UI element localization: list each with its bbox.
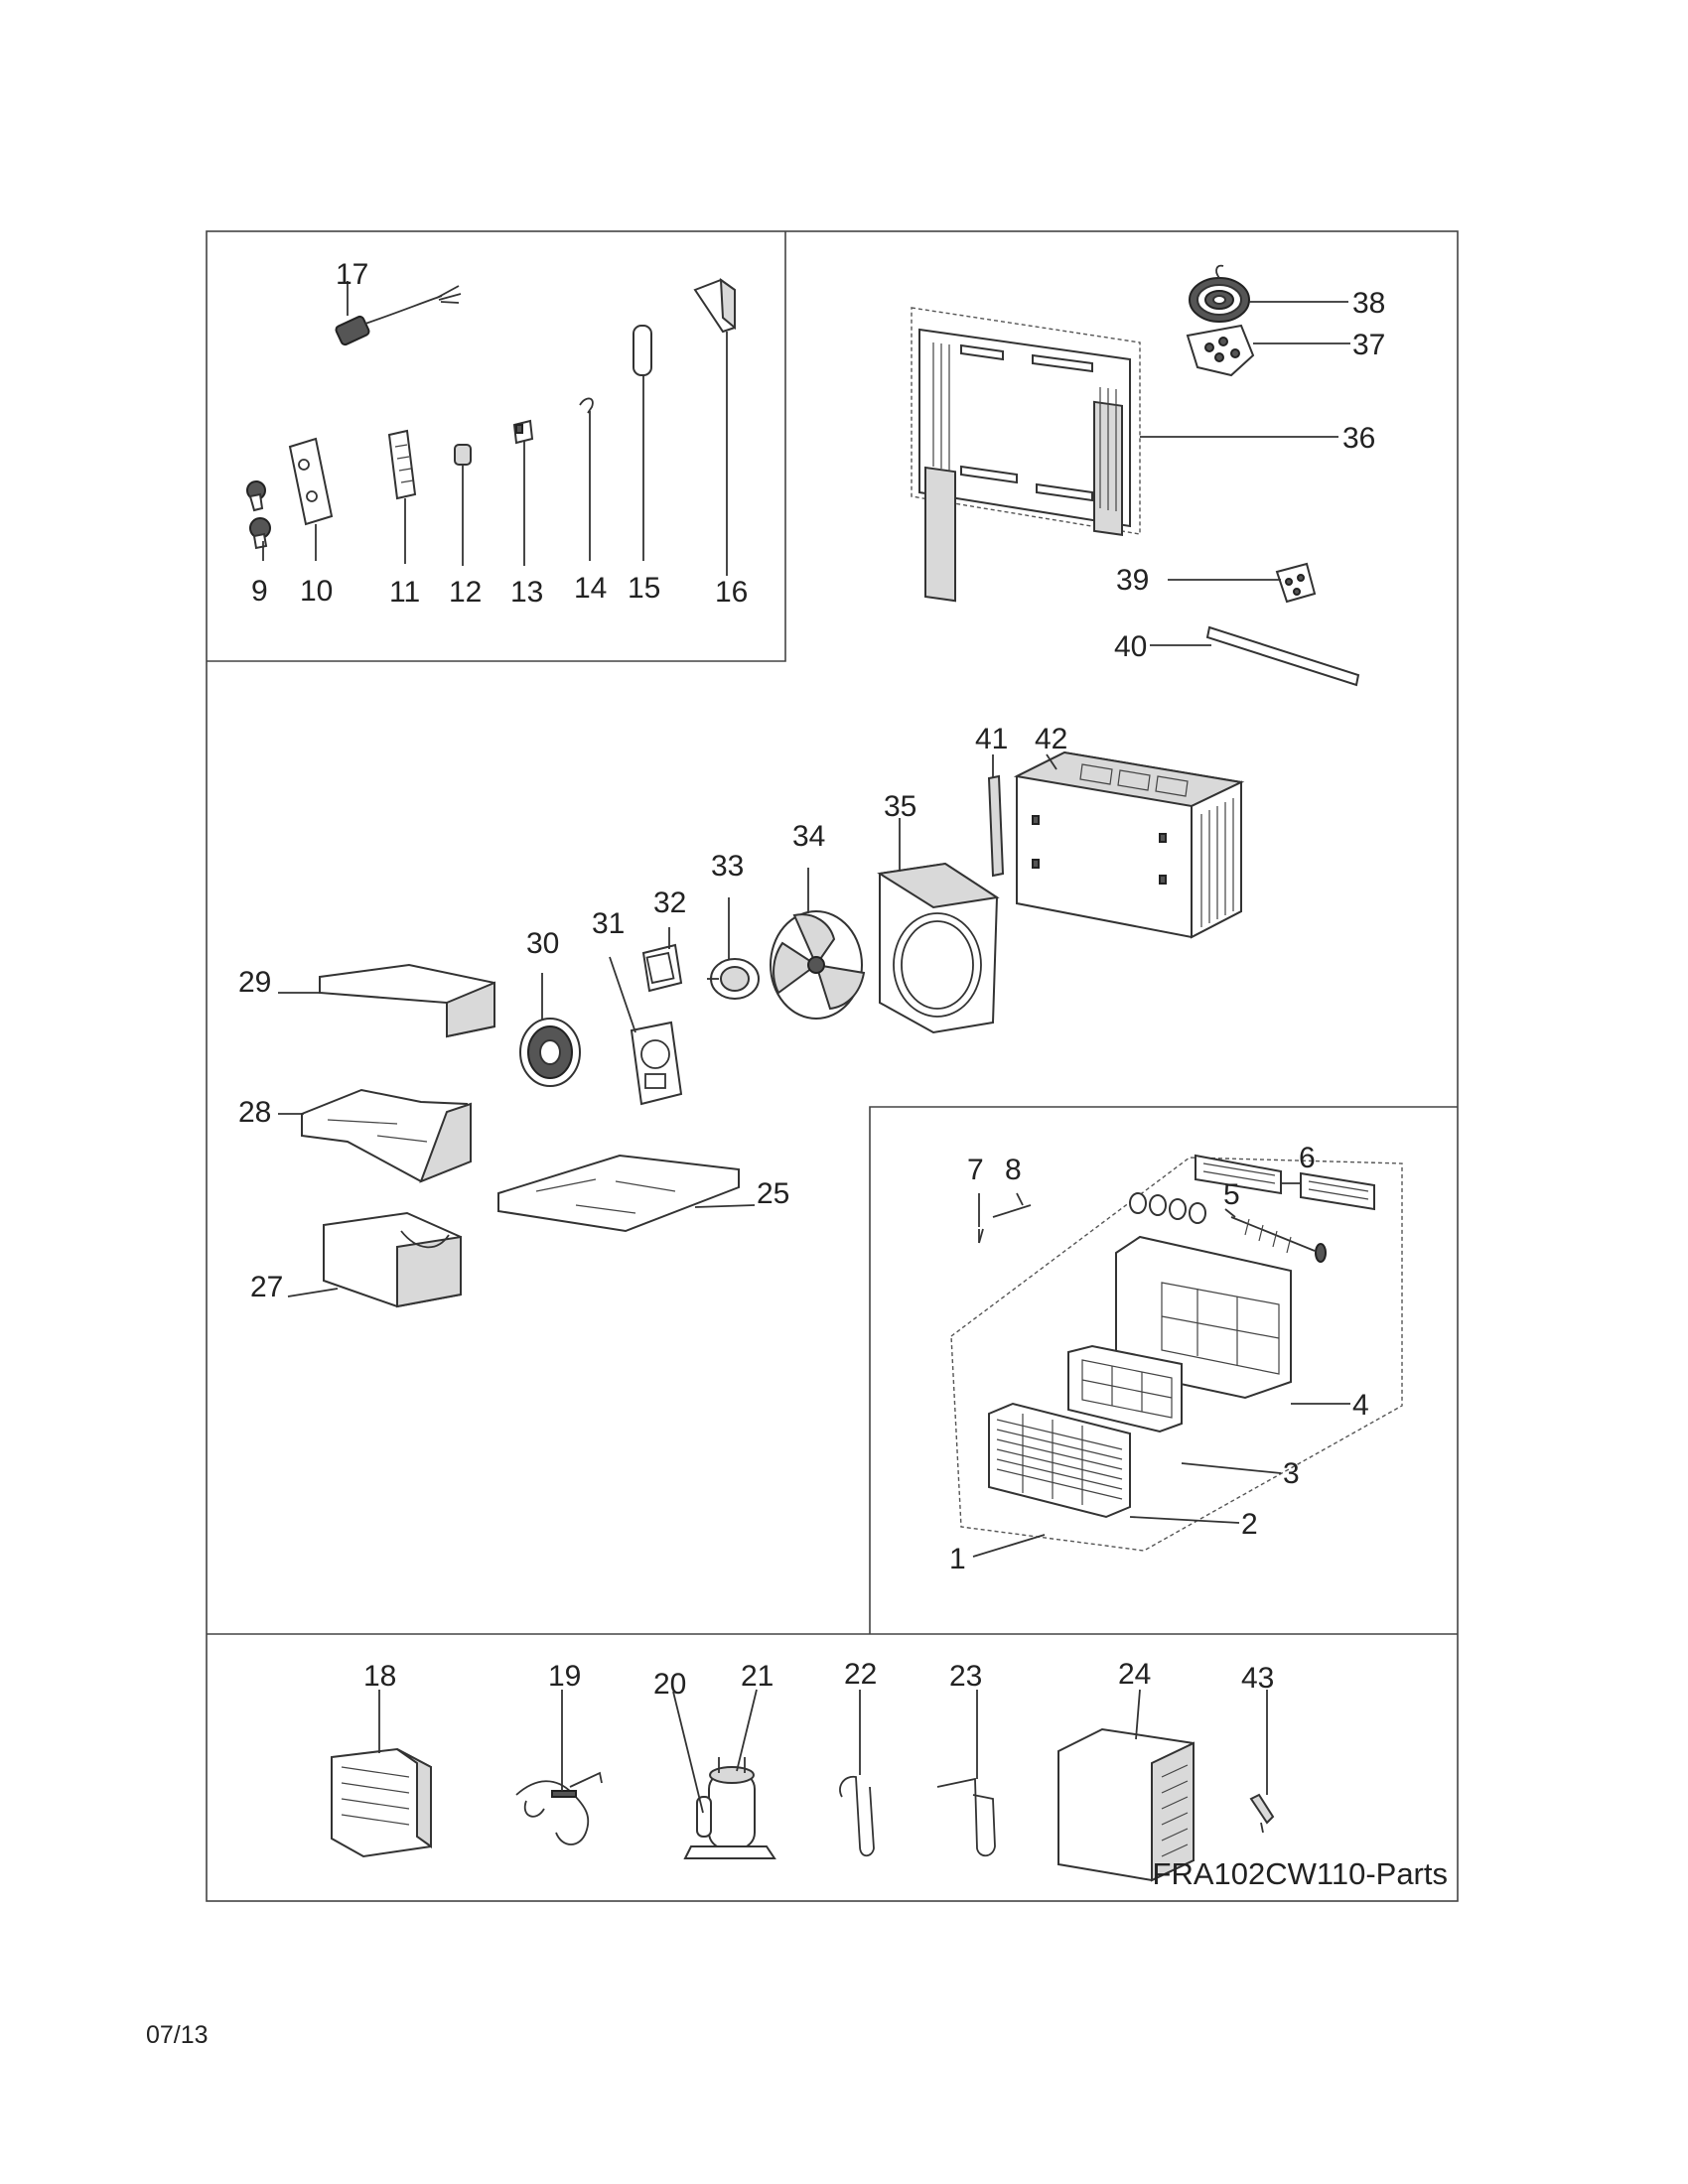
- callout-19: 19: [548, 1660, 581, 1693]
- part-5-louver-linkage: [1129, 1192, 1327, 1263]
- part-24-condenser: [1057, 1689, 1195, 1882]
- callouts-middle: 42 41 35 34 33 32 31 30 29 28 27 25: [238, 723, 1067, 1303]
- part-11-control-board: [387, 429, 417, 564]
- callouts-window-kit: 38 37 36 39 40: [1114, 287, 1385, 663]
- callout-21: 21: [741, 1660, 774, 1693]
- part-42-cabinet: [1013, 751, 1245, 939]
- part-32-motor-bracket: [641, 927, 683, 993]
- callout-20: 20: [653, 1668, 686, 1701]
- part-14-clip: [579, 397, 594, 561]
- part-1-front-assembly: [950, 1157, 1403, 1558]
- callout-17: 17: [336, 258, 368, 291]
- part-15-capacitor: [633, 325, 652, 561]
- part-19-capillary-tubing: [515, 1690, 603, 1845]
- callout-2: 2: [1241, 1508, 1258, 1541]
- part-10-control-panel: [288, 437, 334, 561]
- callout-10: 10: [300, 575, 333, 608]
- section-frames: [206, 230, 1459, 1902]
- callout-39: 39: [1116, 564, 1149, 597]
- part-3-air-filter: [1067, 1344, 1282, 1474]
- figure-model-label: FRA102CW110-Parts: [1153, 1856, 1448, 1891]
- callout-1: 1: [949, 1543, 966, 1575]
- callout-31: 31: [592, 907, 625, 940]
- callout-24: 24: [1118, 1658, 1151, 1691]
- part-12-switch: [454, 444, 472, 566]
- part-7-8-shaft-and-pin: [978, 1192, 1032, 1244]
- callout-40: 40: [1114, 630, 1147, 663]
- callout-36: 36: [1342, 422, 1375, 455]
- callout-7: 7: [967, 1154, 984, 1186]
- part-35-shroud: [877, 818, 1000, 1034]
- callout-3: 3: [1283, 1457, 1300, 1490]
- callout-15: 15: [628, 572, 660, 605]
- part-27-evaporator-housing: [287, 1211, 462, 1308]
- callout-8: 8: [1005, 1154, 1022, 1186]
- callout-16: 16: [715, 576, 748, 609]
- callout-18: 18: [363, 1660, 396, 1693]
- callout-22: 22: [844, 1658, 877, 1691]
- part-40-sill-support: [1150, 625, 1360, 687]
- part-33-fan-motor: [707, 897, 760, 1000]
- part-6-louvers: [1195, 1154, 1375, 1211]
- part-18-evaporator: [331, 1690, 432, 1858]
- callout-14: 14: [574, 572, 607, 605]
- part-36-window-frame: [911, 307, 1338, 603]
- callout-34: 34: [792, 820, 825, 853]
- part-2-intake-grille: [988, 1402, 1240, 1524]
- callout-11: 11: [389, 576, 420, 609]
- part-39-screws-bag: [1168, 562, 1317, 604]
- part-16-control-bracket: [693, 277, 736, 576]
- part-34-fan-blade: [770, 868, 866, 1020]
- callout-6: 6: [1299, 1142, 1316, 1174]
- date-code: 07/13: [146, 2021, 209, 2049]
- callout-12: 12: [449, 576, 482, 609]
- callout-13: 13: [510, 576, 543, 609]
- part-41-side-seal: [987, 754, 1005, 878]
- callout-33: 33: [711, 850, 744, 883]
- part-25-base-plate: [497, 1154, 756, 1233]
- callout-23: 23: [949, 1660, 982, 1693]
- part-9-knobs: [246, 480, 271, 561]
- callouts-front-assembly: 7 8 6 5 4 3 2 1: [949, 1142, 1369, 1575]
- callout-28: 28: [238, 1096, 271, 1129]
- part-28-base-pan-duct: [278, 1088, 473, 1183]
- part-17-power-cord: [335, 281, 462, 346]
- part-29-air-duct: [278, 963, 495, 1038]
- callout-35: 35: [884, 790, 916, 823]
- callout-9: 9: [251, 575, 268, 608]
- callout-30: 30: [526, 927, 559, 960]
- callouts-top-left: 17 9 10 11 12 13 14 15 16: [251, 258, 748, 609]
- callout-43: 43: [1241, 1662, 1274, 1695]
- part-20-21-compressor: [672, 1689, 776, 1859]
- part-38-foam-seal-roll: [1189, 264, 1348, 323]
- part-43-thermistor: [1249, 1690, 1275, 1834]
- part-30-blower-wheel: [519, 973, 581, 1087]
- callout-29: 29: [238, 966, 271, 999]
- callout-42: 42: [1035, 723, 1067, 755]
- part-37-hardware-bag: [1186, 324, 1350, 377]
- callout-38: 38: [1352, 287, 1385, 320]
- callout-25: 25: [757, 1177, 789, 1210]
- callout-27: 27: [250, 1271, 283, 1303]
- callout-5: 5: [1223, 1178, 1240, 1211]
- callout-37: 37: [1352, 329, 1385, 361]
- part-23-suction-tube: [936, 1690, 996, 1857]
- part-13-relay: [512, 419, 534, 566]
- callout-41: 41: [975, 723, 1008, 755]
- callouts-sealed-system: 18 19 20 21 22 23 24 43: [363, 1658, 1274, 1701]
- part-31-blower-housing: [609, 956, 683, 1106]
- callout-4: 4: [1352, 1389, 1369, 1422]
- part-22-discharge-tube: [839, 1690, 875, 1857]
- callout-32: 32: [653, 887, 686, 919]
